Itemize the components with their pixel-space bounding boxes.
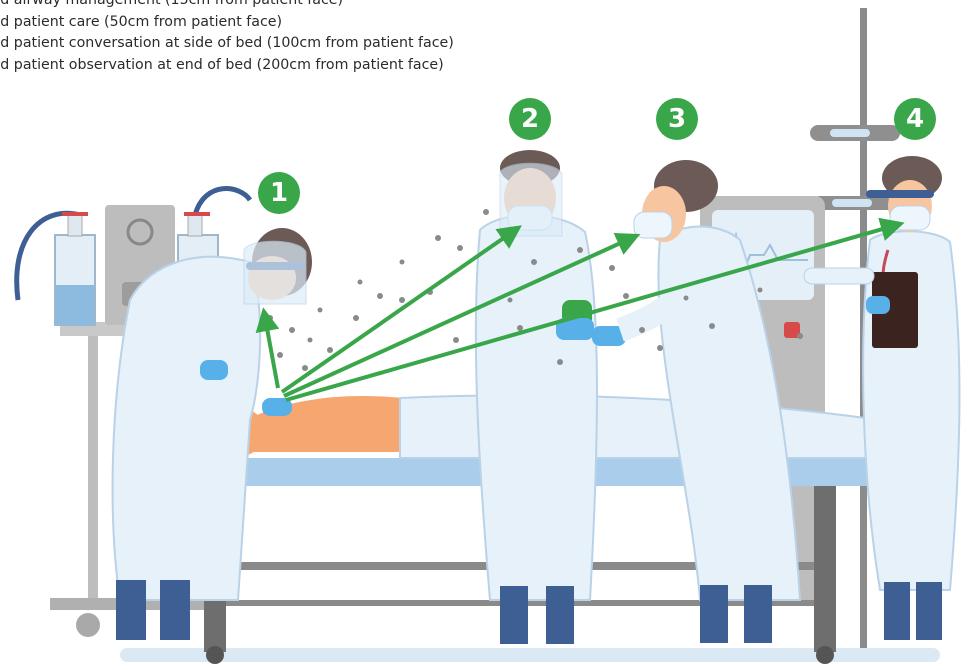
legend-item-3: ted patient conversation at side of bed … bbox=[0, 33, 586, 55]
marker-badge-3: 3 bbox=[656, 98, 698, 140]
arrow-1 bbox=[264, 312, 278, 388]
marker-badge-1: 1 bbox=[258, 172, 300, 214]
legend-item-4: ted patient observation at end of bed (2… bbox=[0, 55, 586, 77]
legend-item-1: ted airway management (15cm from patient… bbox=[0, 0, 586, 12]
legend: ted airway management (15cm from patient… bbox=[0, 0, 586, 76]
marker-badge-4: 4 bbox=[894, 98, 936, 140]
staff-member-2 bbox=[476, 150, 597, 644]
legend-item-2: ted patient care (50cm from patient face… bbox=[0, 12, 586, 34]
marker-badge-2: 2 bbox=[509, 98, 551, 140]
